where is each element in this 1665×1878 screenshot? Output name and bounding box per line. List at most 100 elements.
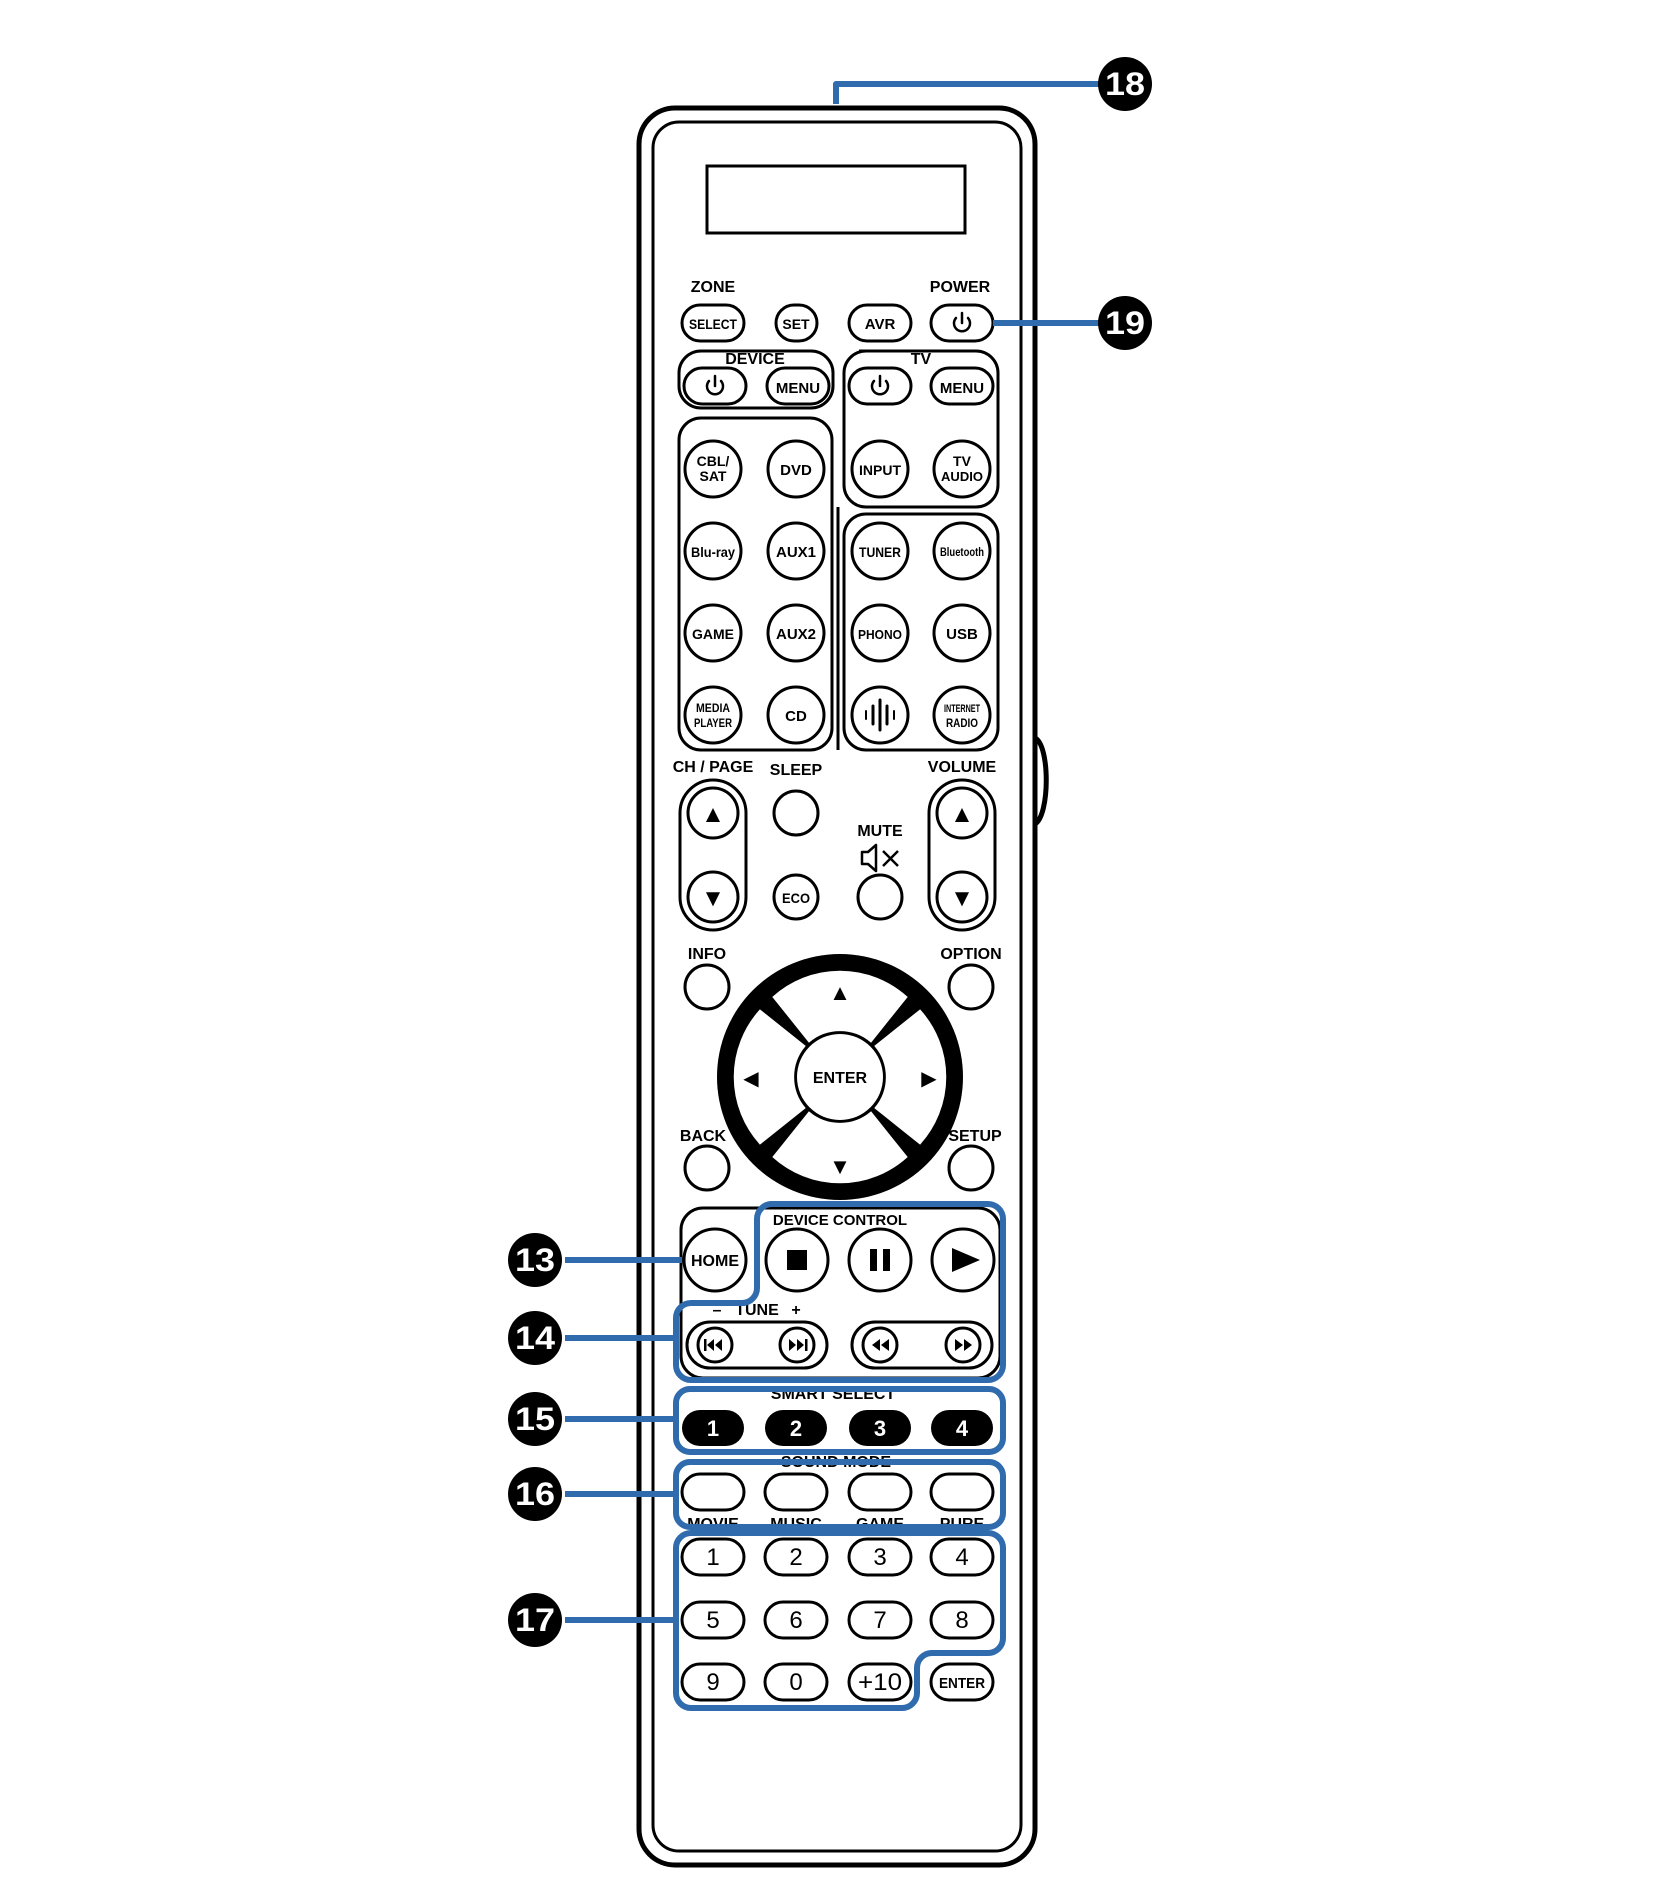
smart-select-2-label: 2 [790, 1416, 802, 1441]
number-3-button[interactable]: 3 [847, 1537, 913, 1577]
number-9-button[interactable]: 9 [680, 1662, 746, 1702]
tuner-button[interactable]: TUNER [850, 521, 910, 581]
home-label: HOME [691, 1253, 739, 1270]
bluray-button[interactable]: Blu-ray [683, 521, 743, 581]
zone-select-label: SELECT [689, 316, 737, 332]
plus-10-button[interactable]: +10 [847, 1662, 913, 1702]
avr-button[interactable]: AVR [847, 303, 913, 343]
smart-select-4-button[interactable]: 4 [931, 1410, 993, 1446]
tv-audio-button[interactable]: TV AUDIO [932, 439, 992, 499]
arrow-down-icon: ▼ [829, 1154, 851, 1179]
rewind-button[interactable] [861, 1326, 899, 1364]
pause-button[interactable] [847, 1227, 913, 1293]
number-4-button[interactable]: 4 [929, 1537, 995, 1577]
tv-power-button[interactable] [847, 366, 913, 406]
smart-select-2-button[interactable]: 2 [765, 1410, 827, 1446]
mute-button[interactable] [856, 873, 904, 921]
sleep-button[interactable] [772, 789, 820, 837]
back-label: BACK [680, 1128, 727, 1145]
skip-forward-icon [789, 1339, 808, 1351]
home-button[interactable]: HOME [682, 1227, 748, 1293]
callout-16: 16 [508, 1467, 562, 1521]
smart-select-3-label: 3 [874, 1416, 886, 1441]
media-player-button[interactable]: MEDIA PLAYER [683, 685, 743, 745]
eco-button[interactable]: ECO [772, 873, 820, 921]
skip-back-button[interactable] [696, 1326, 734, 1364]
number-1-label: 1 [706, 1544, 719, 1571]
device-power-button[interactable] [682, 366, 748, 406]
input-label: INPUT [859, 462, 901, 478]
power-button[interactable] [929, 303, 995, 343]
number-0-label: 0 [789, 1669, 802, 1696]
zone-select-button[interactable]: SELECT [680, 303, 746, 343]
skip-forward-button[interactable] [778, 1326, 816, 1364]
number-0-button[interactable]: 0 [763, 1662, 829, 1702]
volume-label: VOLUME [928, 759, 997, 776]
number-6-button[interactable]: 6 [763, 1600, 829, 1640]
cursor-up-button[interactable]: ▲ [772, 970, 908, 1043]
input-button[interactable]: INPUT [850, 439, 910, 499]
usb-button[interactable]: USB [932, 603, 992, 663]
cursor-right-button[interactable]: ▶ [874, 1009, 947, 1145]
tv-menu-button[interactable]: MENU [929, 366, 995, 406]
ch-page-down-button[interactable]: ▼ [686, 870, 740, 924]
stop-button[interactable] [764, 1227, 830, 1293]
game-source-label: GAME [692, 626, 734, 642]
cursor-down-button[interactable]: ▼ [772, 1111, 908, 1184]
fast-forward-button[interactable] [944, 1326, 982, 1364]
power-icon [952, 311, 972, 333]
callout-14-label: 14 [515, 1320, 555, 1356]
highlight-number-pad [673, 1530, 1006, 1711]
smart-select-3-button[interactable]: 3 [849, 1410, 911, 1446]
dvd-button[interactable]: DVD [766, 439, 826, 499]
number-2-button[interactable]: 2 [763, 1537, 829, 1577]
aux2-button[interactable]: AUX2 [766, 603, 826, 663]
set-button[interactable]: SET [774, 303, 819, 343]
phono-button[interactable]: PHONO [850, 603, 910, 663]
device-group-frame [677, 349, 835, 410]
pure-button[interactable] [929, 1472, 995, 1512]
number-5-button[interactable]: 5 [680, 1600, 746, 1640]
game-mode-button[interactable] [847, 1472, 913, 1512]
callout-13-label: 13 [515, 1242, 555, 1278]
smart-select-1-label: 1 [707, 1416, 719, 1441]
enter-button[interactable]: ENTER [797, 1034, 883, 1120]
cbl-sat-label-line2: SAT [700, 468, 727, 484]
smart-select-1-button[interactable]: 1 [682, 1410, 744, 1446]
bluetooth-button[interactable]: Bluetooth [932, 521, 992, 581]
option-button[interactable] [947, 963, 995, 1011]
callout-highlights [565, 81, 1100, 1711]
cbl-sat-button[interactable]: CBL/ SAT [683, 439, 743, 499]
number-4-label: 4 [955, 1544, 968, 1571]
arrow-down-icon: ▼ [950, 885, 974, 912]
aux1-button[interactable]: AUX1 [766, 521, 826, 581]
internet-radio-label-line1: INTERNET [944, 703, 980, 715]
number-enter-button[interactable]: ENTER [929, 1662, 995, 1702]
bluetooth-label: Bluetooth [940, 545, 984, 559]
device-label: DEVICE [725, 351, 785, 368]
number-8-button[interactable]: 8 [929, 1600, 995, 1640]
number-7-label: 7 [873, 1607, 886, 1634]
internet-radio-button[interactable]: INTERNET RADIO [932, 685, 992, 745]
movie-button[interactable] [680, 1472, 746, 1512]
device-menu-button[interactable]: MENU [765, 366, 831, 406]
cd-button[interactable]: CD [766, 685, 826, 745]
number-6-label: 6 [789, 1607, 802, 1634]
tv-audio-label-line1: TV [953, 453, 972, 469]
info-button[interactable] [683, 963, 731, 1011]
heos-button[interactable] [850, 685, 910, 745]
volume-down-button[interactable]: ▼ [935, 870, 989, 924]
back-button[interactable] [683, 1144, 731, 1192]
setup-button[interactable] [947, 1144, 995, 1192]
cursor-left-button[interactable]: ◀ [733, 1009, 806, 1145]
number-1-button[interactable]: 1 [680, 1537, 746, 1577]
number-7-button[interactable]: 7 [847, 1600, 913, 1640]
music-button[interactable] [763, 1472, 829, 1512]
aux2-label: AUX2 [776, 626, 816, 643]
dvd-label: DVD [780, 462, 812, 479]
rewind-icon [872, 1339, 889, 1351]
play-button[interactable] [930, 1227, 996, 1293]
ch-page-up-button[interactable]: ▲ [686, 786, 740, 840]
volume-up-button[interactable]: ▲ [935, 786, 989, 840]
game-source-button[interactable]: GAME [683, 603, 743, 663]
